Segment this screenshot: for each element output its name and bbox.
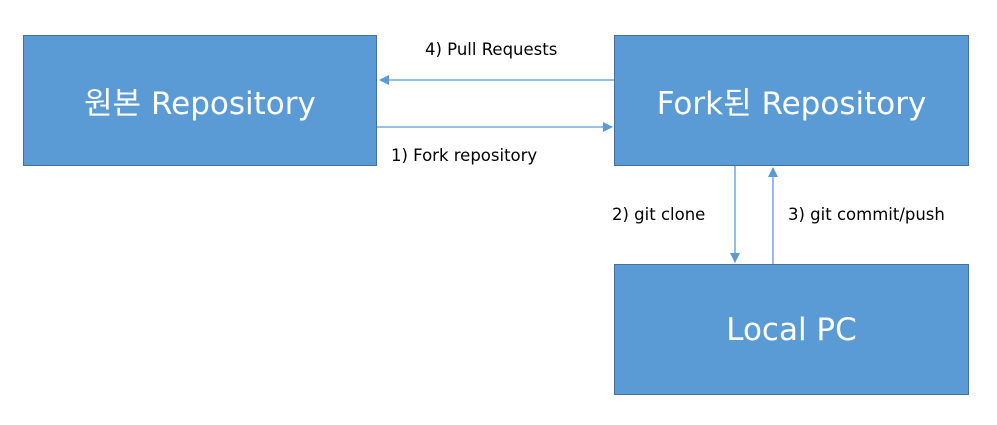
fork-repository-node: Fork된 Repository [614, 35, 969, 166]
edge-label-pull-requests: 4) Pull Requests [425, 40, 558, 59]
edge-label-git-clone: 2) git clone [612, 205, 706, 224]
local-pc-node: Local PC [614, 264, 969, 395]
local-pc-label: Local PC [726, 311, 857, 348]
edge-label-git-commit-push: 3) git commit/push [788, 205, 945, 224]
origin-repository-node: 원본 Repository [23, 35, 377, 166]
origin-repository-label: 원본 Repository [84, 86, 316, 122]
edge-label-fork-repository: 1) Fork repository [391, 146, 538, 165]
fork-repository-label: Fork된 Repository [656, 86, 927, 122]
